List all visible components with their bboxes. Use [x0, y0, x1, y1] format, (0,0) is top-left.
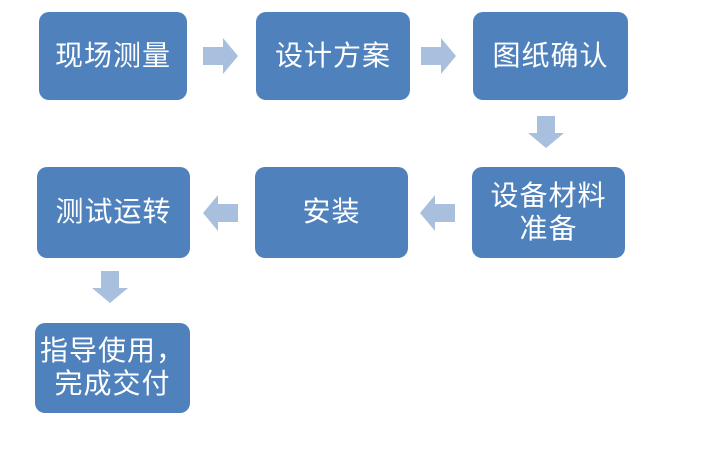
- arrow-right-icon: [203, 38, 238, 74]
- flow-node-material-prep: 设备材料 准备: [472, 167, 625, 258]
- arrow-down-icon: [92, 271, 128, 303]
- arrow-left-icon: [420, 195, 455, 231]
- arrow-right-icon: [421, 38, 456, 74]
- flow-node-test-run: 测试运转: [37, 167, 190, 258]
- flow-node-drawing-confirm: 图纸确认: [473, 12, 628, 100]
- arrow-left-icon: [203, 195, 238, 231]
- flow-node-site-measurement: 现场测量: [39, 12, 187, 100]
- flow-node-design-plan: 设计方案: [256, 12, 410, 100]
- flow-node-installation: 安装: [255, 167, 408, 258]
- flow-node-delivery: 指导使用， 完成交付: [35, 323, 190, 413]
- arrow-down-icon: [528, 116, 564, 148]
